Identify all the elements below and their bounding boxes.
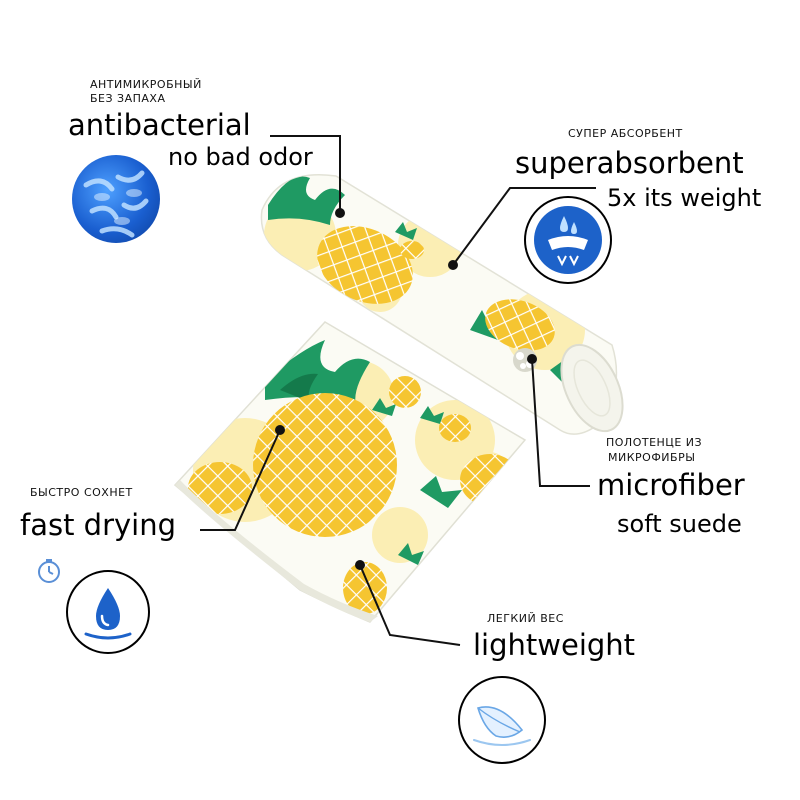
microfiber-ru-label: ПОЛОТЕНЦЕ ИЗ [606, 436, 703, 449]
feather-icon [458, 676, 546, 764]
microfiber-ru-label-2: МИКРОФИБРЫ [608, 451, 696, 464]
stopwatch-icon [36, 558, 62, 584]
antibacterial-subtitle: no bad odor [168, 143, 313, 171]
bacteria-icon [72, 155, 160, 243]
antibacterial-title: antibacterial [68, 108, 251, 142]
antibacterial-ru-label: АНТИМИКРОБНЫЙ [90, 78, 202, 91]
lightweight-title: lightweight [473, 628, 636, 662]
antibacterial-ru-label-2: БЕЗ ЗАПАХА [90, 92, 166, 105]
fast-drying-ru-label: БЫСТРО СОХНЕТ [30, 486, 133, 499]
pointer-lines [200, 135, 596, 646]
superabsorbent-subtitle: 5x its weight [607, 184, 762, 212]
fast-drying-title: fast drying [20, 508, 177, 542]
microfiber-title: microfiber [597, 468, 745, 502]
folded-towel [173, 321, 527, 623]
microfiber-subtitle: soft suede [617, 510, 742, 538]
lightweight-ru-label: ЛЕГКИЙ ВЕС [487, 612, 564, 625]
superabsorbent-ru-label: СУПЕР АБСОРБЕНТ [568, 127, 683, 140]
rolled-towel [260, 174, 624, 435]
superabsorbent-title: superabsorbent [515, 146, 744, 180]
water-absorb-icon [524, 196, 612, 284]
water-drop-icon [66, 570, 150, 654]
